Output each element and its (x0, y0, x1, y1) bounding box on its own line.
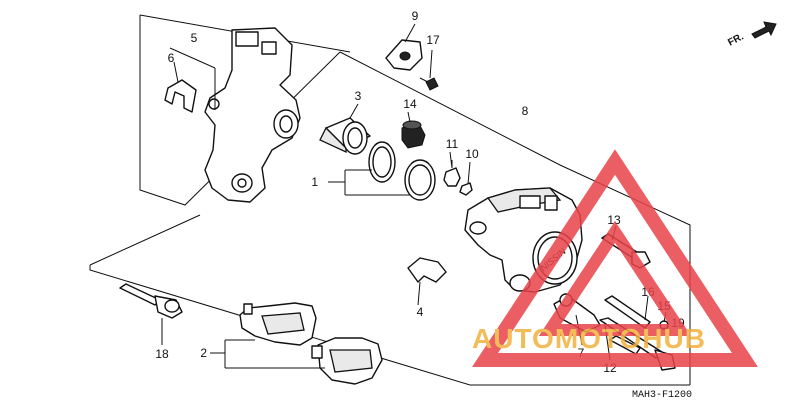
callout-10: 10 (465, 147, 479, 161)
pad-guide-clip (385, 39, 423, 71)
callout-4: 4 (417, 305, 424, 319)
callout-1: 1 (311, 175, 318, 189)
arrow-right-icon (751, 21, 777, 39)
diagram-code: MAH3-F1200 (632, 390, 692, 400)
callout-8: 8 (522, 104, 529, 118)
screw-19 (609, 335, 641, 355)
callout-9: 9 (412, 9, 419, 23)
callout-5: 5 (191, 31, 198, 45)
callout-3: 3 (355, 89, 362, 103)
callout-11: 11 (446, 137, 459, 151)
brake-pad-lower (311, 337, 383, 385)
watermark-logo-icon (472, 149, 758, 367)
bleeder-screw (459, 182, 473, 196)
direction-label: FR. (726, 31, 746, 48)
watermark: AUTOMOTOHUB (472, 149, 758, 367)
piston-seals (368, 141, 436, 201)
bleeder-boot (401, 120, 426, 149)
pad-pin (119, 283, 183, 319)
pad-spring (407, 257, 447, 283)
bleeder-valve (443, 160, 461, 187)
clip-bolt (419, 77, 439, 91)
callout-13: 13 (607, 213, 621, 227)
front-direction-indicator: FR. (726, 21, 777, 49)
caliper-bracket (204, 27, 301, 203)
brake-pad-upper (239, 302, 317, 346)
callout-2: 2 (200, 346, 207, 360)
pin-16 (604, 295, 651, 329)
callout-17: 17 (426, 33, 440, 47)
callout-18: 18 (155, 347, 169, 361)
watermark-brand-text: AUTOMOTOHUB (472, 323, 706, 354)
caliper-piston (319, 117, 371, 155)
callout-14: 14 (403, 97, 417, 111)
callout-6: 6 (168, 51, 175, 65)
pad-retainer-clip (164, 79, 197, 113)
